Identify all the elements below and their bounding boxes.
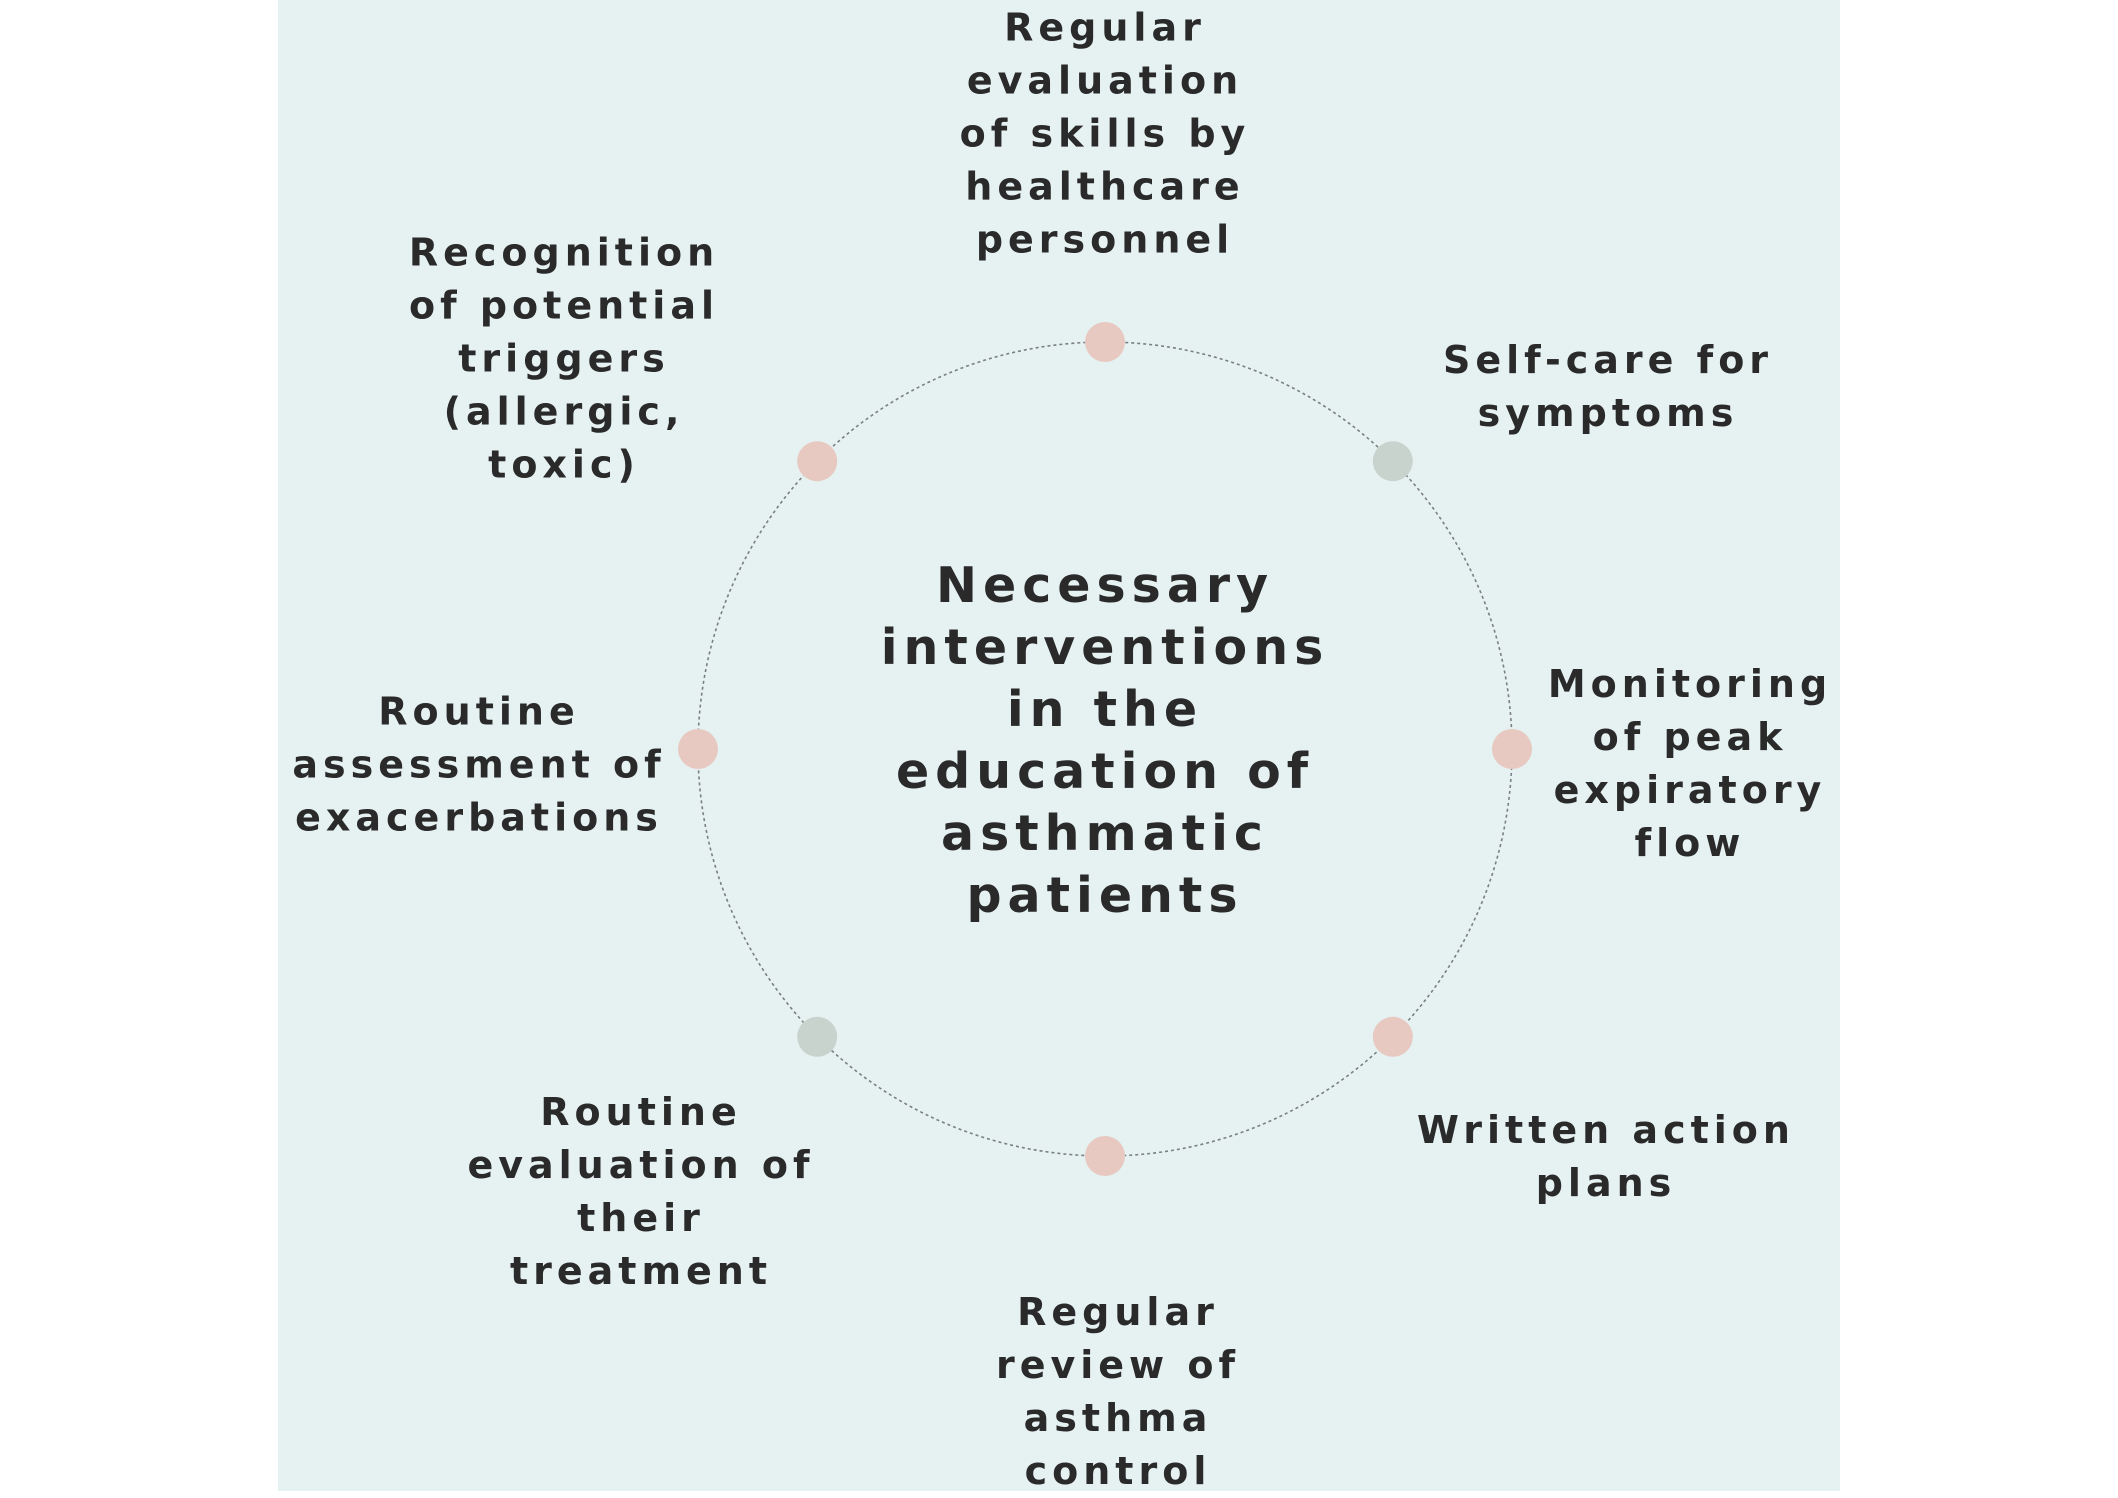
label-line: Written action xyxy=(1417,1108,1795,1152)
node-label-bottom-right: Written action plans xyxy=(1417,1104,1795,1210)
label-line: assessment of xyxy=(292,742,666,787)
label-line: evaluation xyxy=(966,58,1244,103)
label-line: in the xyxy=(1006,681,1204,738)
node-dot-top-right xyxy=(1372,441,1413,482)
label-line: symptoms xyxy=(1477,391,1739,435)
label-line: Routine xyxy=(378,689,580,734)
node-dot-left xyxy=(678,729,718,769)
label-line: triggers xyxy=(458,336,670,381)
label-line: interventions xyxy=(880,619,1330,676)
node-label-top-right: Self-care for symptoms xyxy=(1443,334,1773,440)
node-label-right: Monitoring of peak expiratory flow xyxy=(1548,658,1832,870)
diagram-background xyxy=(278,0,1840,1491)
label-line: of potential xyxy=(408,283,720,328)
label-line: Necessary xyxy=(935,557,1275,614)
cycle-diagram xyxy=(278,0,1840,1491)
label-line: control xyxy=(1024,1449,1212,1493)
node-dot-bottom xyxy=(1085,1136,1125,1176)
node-dot-right xyxy=(1492,729,1532,769)
label-line: review of xyxy=(995,1343,1241,1387)
node-dot-bottom-right xyxy=(1372,1016,1413,1057)
node-dot-top xyxy=(1085,322,1125,362)
label-line: Routine xyxy=(540,1090,742,1134)
label-line: Regular xyxy=(1017,1290,1219,1334)
label-line: of peak xyxy=(1592,715,1788,759)
label-line: flow xyxy=(1634,821,1746,865)
label-line: Regular xyxy=(1004,5,1206,50)
node-dot-bottom-left xyxy=(797,1016,838,1057)
label-line: asthma xyxy=(1023,1396,1213,1440)
label-line: education of xyxy=(895,743,1315,800)
label-line: plans xyxy=(1535,1161,1677,1205)
label-line: evaluation of xyxy=(467,1143,815,1187)
label-line: Monitoring xyxy=(1547,662,1833,706)
label-line: toxic) xyxy=(488,442,640,487)
node-dot-top-left xyxy=(797,441,838,482)
label-line: of skills by xyxy=(959,111,1251,156)
node-label-top-left: Recognition of potential triggers (allergic… xyxy=(409,227,719,492)
label-line: Recognition xyxy=(408,230,720,275)
label-line: expiratory xyxy=(1553,768,1827,812)
node-label-left: Routine assessment of exacerbations xyxy=(292,686,665,845)
label-line: their xyxy=(577,1196,705,1240)
label-line: treatment xyxy=(509,1249,773,1293)
label-line: Self-care for xyxy=(1442,338,1774,382)
label-line: asthmatic xyxy=(941,805,1269,862)
node-label-bottom-left: Routine evaluation of their treatment xyxy=(467,1086,814,1298)
label-line: exacerbations xyxy=(295,795,663,840)
node-label-bottom: Regular review of asthma control xyxy=(996,1286,1240,1498)
label-line: personnel xyxy=(975,217,1235,262)
node-label-top: Regular evaluation of skills by healthcare p… xyxy=(960,2,1251,267)
label-line: patients xyxy=(966,867,1244,924)
label-line: healthcare xyxy=(965,164,1245,209)
label-line: (allergic, xyxy=(443,389,685,434)
